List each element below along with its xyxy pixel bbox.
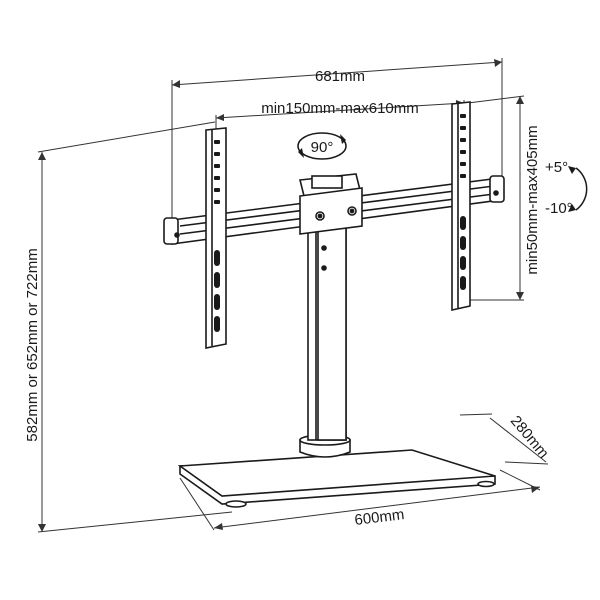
arrow-base-width-left xyxy=(214,523,223,530)
vesa-vertical-label: min50mm-max405mm xyxy=(524,125,541,274)
arrow-681-left xyxy=(172,80,180,88)
bracket-screw-left-core xyxy=(317,213,323,219)
column-front-shaft xyxy=(317,225,347,441)
tilt-arc-icon xyxy=(575,167,588,211)
right-arm-slot xyxy=(460,126,466,130)
swivel-label: 90° xyxy=(311,139,334,156)
right-arm-slot xyxy=(460,114,466,118)
left-arm-slot xyxy=(214,152,220,156)
overall-width-dim-line xyxy=(171,61,503,86)
height-label: 582mm or 652mm or 722mm xyxy=(24,248,41,441)
arrow-height-top xyxy=(38,152,46,160)
left-arm-slot xyxy=(214,140,220,144)
vesa-horizontal-label: min150mm-max610mm xyxy=(261,100,419,117)
arrow-681-right xyxy=(494,59,502,67)
swivel-arrowhead-icon xyxy=(340,134,346,144)
base-foot-left xyxy=(225,500,247,508)
base-width-ext-left xyxy=(179,477,215,531)
base-depth-dim-line xyxy=(489,417,547,463)
center-bracket xyxy=(299,173,363,235)
crossbar-end-cap-left xyxy=(163,217,179,245)
right-arm-slot xyxy=(460,174,466,178)
base-depth-ext-top xyxy=(459,413,493,416)
vesa-horizontal-dim-line xyxy=(215,102,465,119)
arrow-vesa-h-left xyxy=(216,114,224,121)
arrow-vesa-v-bottom xyxy=(516,292,524,300)
right-arm-slot xyxy=(460,216,466,230)
left-arm-slot xyxy=(214,164,220,168)
column-hole-1 xyxy=(321,245,327,251)
crossbar-end-cap-right xyxy=(489,175,505,203)
base-depth-ext-bottom xyxy=(504,461,549,465)
left-arm-slot xyxy=(214,188,220,192)
tilt-arrowhead-up-icon xyxy=(568,166,576,174)
stand-base xyxy=(177,449,496,508)
tilt-arrowhead-down-icon xyxy=(568,204,576,212)
height-ext-bottom xyxy=(37,511,233,533)
left-arm-slots xyxy=(214,140,220,332)
swivel-indicator: 90° xyxy=(297,132,347,160)
bracket-plate xyxy=(299,187,363,235)
left-arm-body xyxy=(205,127,227,349)
left-vesa-arm xyxy=(205,127,227,349)
left-arm-slot xyxy=(214,176,220,180)
overall-width-label: 681mm xyxy=(315,68,365,85)
right-arm-slot xyxy=(460,256,466,270)
vesa-vertical-ext-top xyxy=(467,95,525,104)
crossbar-bolt-right xyxy=(493,190,499,196)
tilt-down-label: -10° xyxy=(545,200,573,217)
right-arm-slot xyxy=(460,138,466,142)
bracket-screw-right-core xyxy=(349,208,355,214)
left-arm-slot xyxy=(214,250,220,266)
swivel-arrow-icon xyxy=(297,132,347,160)
base-width-dim-line xyxy=(213,486,541,529)
tilt-up-label: +5° xyxy=(545,159,568,176)
stand-column xyxy=(299,221,351,458)
arrow-height-bottom xyxy=(38,524,46,532)
arrow-base-width-right xyxy=(531,486,540,493)
right-arm-slot xyxy=(460,236,466,250)
height-ext-top xyxy=(37,121,216,153)
tilt-indicator: +5° -10° xyxy=(545,159,588,217)
left-arm-slot xyxy=(214,294,220,310)
base-foot-right xyxy=(477,480,495,488)
left-arm-slot xyxy=(214,316,220,332)
left-arm-slot xyxy=(214,272,220,288)
arrow-vesa-v-top xyxy=(516,96,524,104)
right-arm-slot xyxy=(460,276,466,290)
left-arm-slot xyxy=(214,200,220,204)
right-arm-slot xyxy=(460,162,466,166)
right-arm-slot xyxy=(460,150,466,154)
bracket-clamp xyxy=(311,175,343,189)
base-width-label: 600mm xyxy=(354,506,406,529)
swivel-arrowhead-icon xyxy=(298,148,304,158)
column-hole-2 xyxy=(321,265,327,271)
right-arm-slots xyxy=(460,114,466,290)
crossbar-bolt-left xyxy=(174,232,180,238)
